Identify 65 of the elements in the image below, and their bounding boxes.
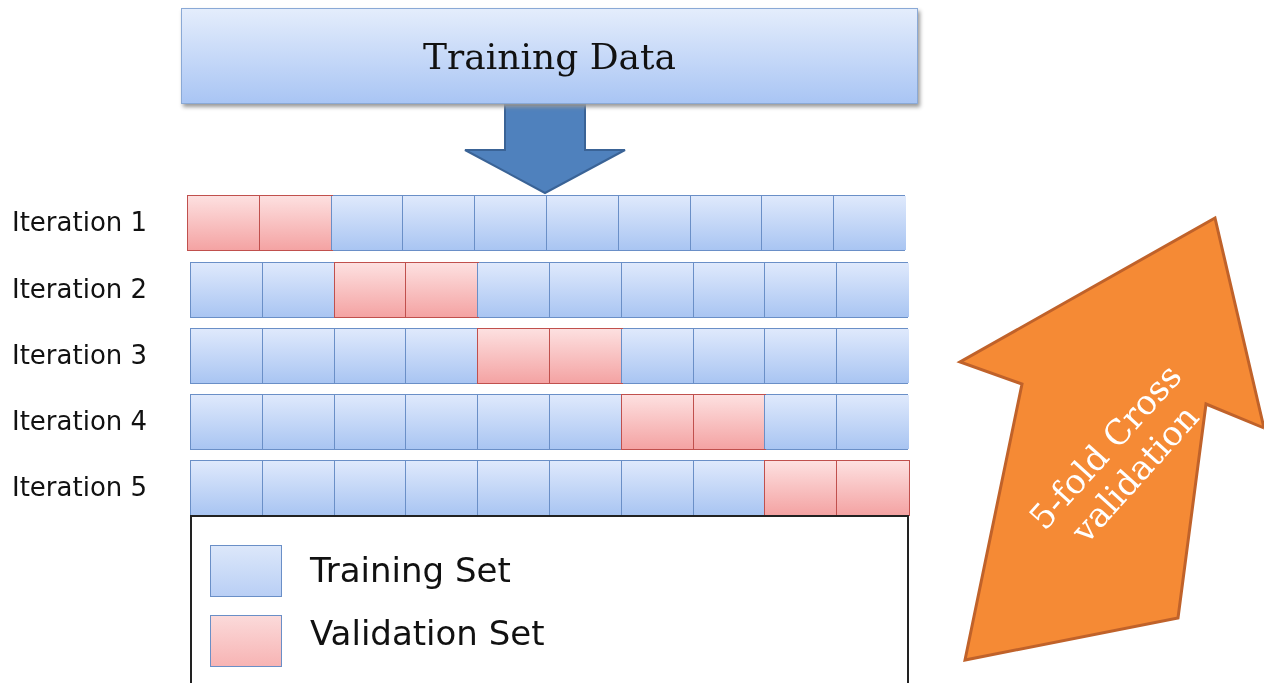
training-cell bbox=[403, 196, 476, 250]
training-cell bbox=[478, 263, 550, 317]
training-cell bbox=[621, 263, 694, 317]
fold-row bbox=[190, 394, 908, 450]
row-label: Iteration 4 bbox=[12, 406, 148, 436]
data-box: Training Data bbox=[181, 8, 918, 104]
training-cell bbox=[834, 196, 906, 250]
arrow-shape bbox=[956, 215, 1264, 662]
validation-cell bbox=[765, 461, 838, 515]
training-cell bbox=[550, 263, 622, 317]
legend-label: Validation Set bbox=[310, 613, 545, 653]
validation-cell bbox=[693, 395, 766, 449]
row-label: Iteration 3 bbox=[12, 340, 148, 370]
training-cell bbox=[406, 461, 479, 515]
training-cell bbox=[693, 263, 766, 317]
row-label: Iteration 1 bbox=[12, 207, 148, 237]
training-cell bbox=[837, 263, 909, 317]
fold-row bbox=[187, 195, 905, 251]
fold-row bbox=[190, 262, 908, 318]
training-cell bbox=[262, 263, 335, 317]
training-cell bbox=[191, 263, 263, 317]
training-cell bbox=[478, 395, 550, 449]
training-cell bbox=[765, 395, 838, 449]
training-cell bbox=[618, 196, 691, 250]
training-cell bbox=[547, 196, 619, 250]
training-cell bbox=[690, 196, 763, 250]
training-cell bbox=[262, 329, 335, 383]
training-cell bbox=[765, 329, 838, 383]
training-cell bbox=[550, 461, 622, 515]
validation-cell bbox=[259, 196, 332, 250]
training-cell bbox=[550, 395, 622, 449]
training-cell bbox=[765, 263, 838, 317]
fold-row bbox=[190, 328, 908, 384]
validation-cell bbox=[550, 329, 622, 383]
training-cell bbox=[762, 196, 835, 250]
training-cell bbox=[693, 329, 766, 383]
fold-row bbox=[190, 460, 908, 516]
training-cell bbox=[837, 329, 909, 383]
training-cell bbox=[478, 461, 550, 515]
training-cell bbox=[262, 395, 335, 449]
validation-cell bbox=[837, 461, 909, 515]
training-cell bbox=[334, 395, 407, 449]
validation-cell bbox=[406, 263, 479, 317]
validation-cell bbox=[478, 329, 550, 383]
training-cell bbox=[191, 461, 263, 515]
training-cell bbox=[406, 395, 479, 449]
training-cell bbox=[334, 329, 407, 383]
row-label: Iteration 5 bbox=[12, 472, 148, 502]
training-cell bbox=[191, 395, 263, 449]
training-cell bbox=[621, 329, 694, 383]
training-cell bbox=[262, 461, 335, 515]
legend-label: Training Set bbox=[310, 550, 511, 590]
validation-cell bbox=[334, 263, 407, 317]
training-cell bbox=[621, 461, 694, 515]
training-cell bbox=[693, 461, 766, 515]
training-cell bbox=[191, 329, 263, 383]
training-cell bbox=[475, 196, 547, 250]
row-label: Iteration 2 bbox=[12, 274, 148, 304]
training-cell bbox=[331, 196, 404, 250]
training-cell bbox=[837, 395, 909, 449]
arrow bbox=[464, 104, 626, 195]
validation-cell bbox=[188, 196, 260, 250]
validation-cell bbox=[621, 395, 694, 449]
training-cell bbox=[334, 461, 407, 515]
training-cell bbox=[406, 329, 479, 383]
